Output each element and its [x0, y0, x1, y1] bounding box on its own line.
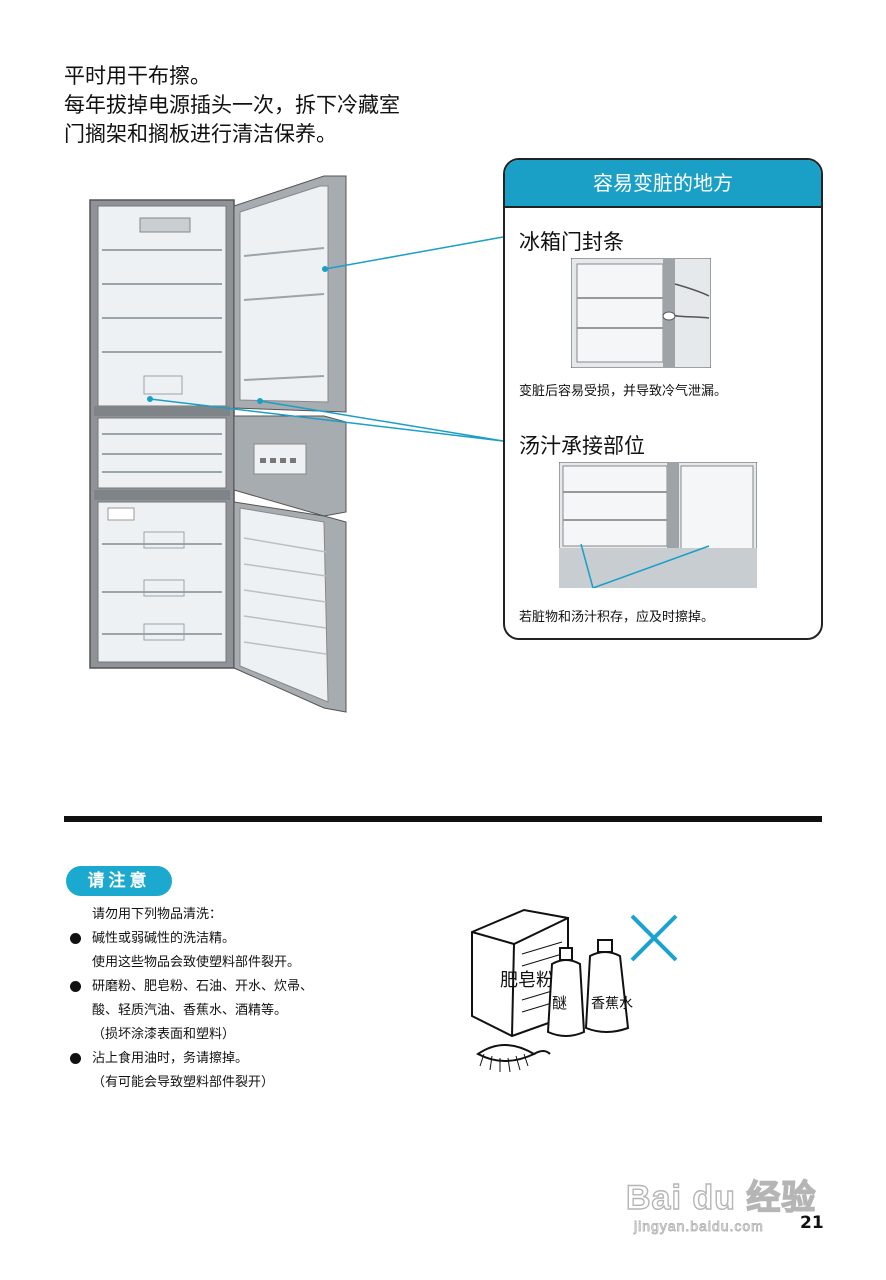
spill-area-photo	[559, 462, 757, 588]
cleaning-warnings: 请勿用下列物品清洗： 碱性或弱碱性的洗洁精。 使用这些物品会致使塑料部件裂开。 …	[70, 903, 313, 1095]
warning-item-3-text: 沾上食用油时，务请擦掉。	[92, 1051, 249, 1066]
soap-box-label: 肥皂粉	[500, 970, 554, 991]
refrigerator-illustration	[89, 175, 347, 713]
watermark-url: jingyan.baidu.com	[634, 1218, 764, 1235]
notice-badge: 请注意	[66, 866, 172, 896]
warning-intro: 请勿用下列物品清洗：	[92, 907, 223, 922]
warning-item-3-sub: （有可能会导致塑料部件裂开）	[92, 1075, 275, 1090]
intro-text: 平时用干布擦。 每年拔掉电源插头一次，拆下冷藏室 门搁架和搁板进行清洁保养。	[64, 62, 400, 149]
prohibited-cleaners-illustration: 肥皂粉 醚 香蕉水	[471, 908, 678, 1073]
intro-line-2: 每年拔掉电源插头一次，拆下冷藏室	[64, 93, 400, 117]
section-divider	[64, 816, 822, 822]
door-gasket-photo	[571, 258, 711, 368]
spill-area-title: 汤汁承接部位	[519, 434, 645, 458]
intro-line-1: 平时用干布擦。	[64, 64, 211, 88]
dirty-spots-callout: 容易变脏的地方 冰箱门封条 变脏后容易受损，并导致冷气泄漏。 汤汁承接部位 若脏…	[503, 158, 823, 640]
bottle2-label: 香蕉水	[591, 996, 633, 1012]
bullet-icon	[70, 933, 81, 944]
warning-item-2: 研磨粉、肥皂粉、石油、开水、炊帚、	[70, 975, 313, 999]
bullet-icon	[70, 1053, 81, 1064]
warning-item-2-text: 研磨粉、肥皂粉、石油、开水、炊帚、	[92, 979, 314, 994]
intro-line-3: 门搁架和搁板进行清洁保养。	[64, 122, 337, 146]
warning-item-1-text: 碱性或弱碱性的洗洁精。	[92, 931, 236, 946]
callout-header: 容易变脏的地方	[505, 160, 821, 208]
warning-item-2-cont: 酸、轻质汽油、香蕉水、酒精等。	[92, 1003, 288, 1018]
bullet-icon	[70, 981, 81, 992]
warning-item-1: 碱性或弱碱性的洗洁精。	[70, 927, 313, 951]
door-gasket-caption: 变脏后容易受损，并导致冷气泄漏。	[519, 384, 728, 399]
warning-item-2-sub: （损坏涂漆表面和塑料）	[92, 1027, 236, 1042]
baidu-watermark: Bai du 经验 jingyan.baidu.com	[625, 1150, 840, 1246]
warning-item-1-sub: 使用这些物品会致使塑料部件裂开。	[92, 955, 301, 970]
warning-item-3: 沾上食用油时，务请擦掉。	[70, 1047, 313, 1071]
prohibited-cross-icon	[630, 914, 678, 962]
bottle1-label: 醚	[552, 994, 567, 1012]
watermark-brand: Bai du 经验	[625, 1178, 817, 1217]
spill-area-caption: 若脏物和汤汁积存，应及时擦掉。	[519, 610, 715, 625]
door-gasket-title: 冰箱门封条	[519, 230, 624, 254]
page-number: 21	[800, 1213, 824, 1233]
